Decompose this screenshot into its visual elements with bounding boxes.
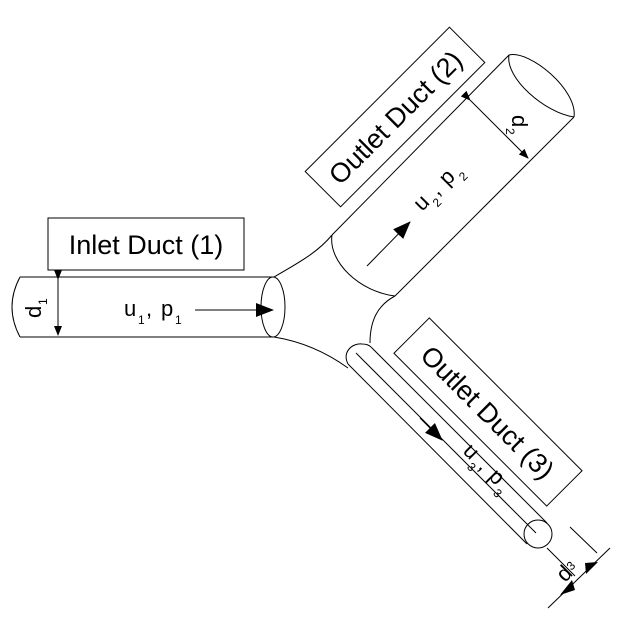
- d1-label: d: [21, 306, 46, 318]
- inlet-label: Inlet Duct (1): [69, 230, 224, 260]
- inlet-label-box: Inlet Duct (1): [47, 217, 245, 271]
- d2-label: d: [507, 115, 532, 127]
- outlet-duct-2: [331, 54, 575, 297]
- outlet-duct-3: [345, 343, 553, 549]
- svg-text:u: u: [124, 296, 136, 321]
- svg-text:u: u: [458, 438, 484, 464]
- svg-text:1: 1: [175, 313, 182, 327]
- d1-subscript: 1: [36, 298, 50, 305]
- d2-subscript: 2: [503, 128, 517, 135]
- d3-dimension: d 3: [546, 526, 611, 609]
- svg-text:,: ,: [146, 296, 152, 321]
- d1-dimension: d 1: [21, 270, 62, 336]
- outlet3-flow-arrow: [419, 417, 443, 441]
- svg-text:1: 1: [138, 313, 145, 327]
- junction-body: [273, 234, 396, 369]
- svg-text:p: p: [161, 296, 173, 321]
- u2-p2-label: u 2 , p 2: [408, 164, 471, 216]
- svg-text:p: p: [433, 164, 459, 190]
- svg-text:u: u: [408, 189, 434, 215]
- outlet2-flow-arrow: [366, 221, 411, 267]
- d2-dimension: d 2: [460, 90, 532, 159]
- svg-text:p: p: [484, 463, 510, 489]
- u1-p1-label: u 1 , p 1: [124, 296, 182, 327]
